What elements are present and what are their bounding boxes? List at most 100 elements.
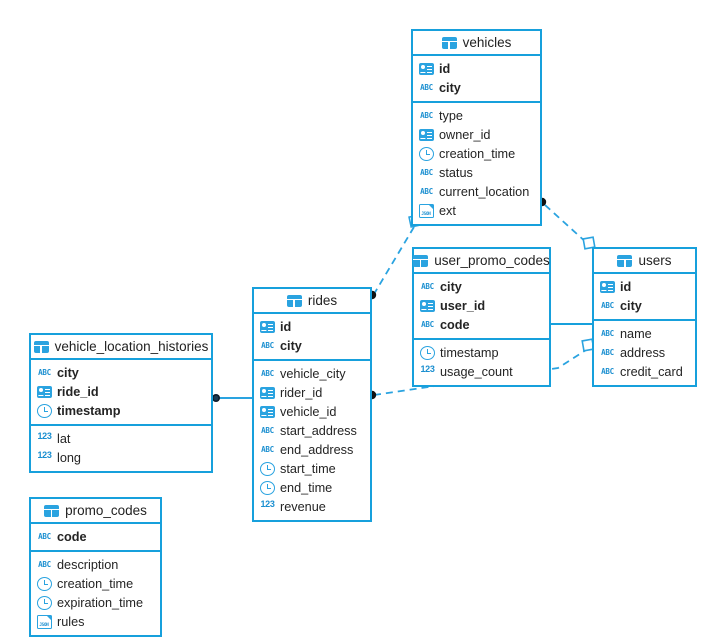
abc-icon: ABC [261, 368, 274, 378]
abc-icon: ABC [601, 347, 614, 357]
field-row[interactable]: timestamp [414, 343, 549, 362]
field-name: ride_id [57, 384, 99, 399]
field-row[interactable]: id [254, 317, 370, 336]
edge-rides-vehicle-location-histories[interactable] [212, 394, 252, 402]
field-name: timestamp [440, 345, 499, 360]
field-row[interactable]: end_time [254, 478, 370, 497]
field-name: type [439, 108, 463, 123]
abc-icon: ABC [261, 340, 274, 350]
json-icon [419, 203, 434, 218]
table-header[interactable]: rides [254, 289, 370, 314]
field-name: creation_time [439, 146, 516, 161]
field-name: name [620, 326, 652, 341]
field-row[interactable]: timestamp [31, 401, 211, 420]
num-icon: 123 [37, 450, 52, 460]
field-name: city [439, 80, 461, 95]
field-name: vehicle_city [280, 366, 346, 381]
table-name: promo_codes [65, 503, 147, 518]
field-row[interactable]: ABC vehicle_city [254, 364, 370, 383]
abc-icon: ABC [420, 82, 433, 92]
field-name: description [57, 557, 119, 572]
table-header[interactable]: user_promo_codes [413, 249, 550, 274]
abc-icon: ABC [601, 300, 614, 310]
field-row[interactable]: ride_id [31, 382, 211, 401]
abc-icon: ABC [420, 167, 433, 177]
table-header[interactable]: users [594, 249, 695, 274]
field-name: start_time [280, 461, 336, 476]
clock-icon [260, 461, 275, 476]
field-name: long [57, 450, 81, 465]
field-name: address [620, 345, 666, 360]
field-row[interactable]: id [413, 59, 540, 78]
field-row[interactable]: user_id [414, 296, 549, 315]
card-icon [37, 385, 52, 398]
field-row[interactable]: id [594, 277, 695, 296]
table-header[interactable]: promo_codes [31, 499, 160, 524]
table-header[interactable]: vehicle_location_histories [31, 335, 211, 360]
field-name: vehicle_id [280, 404, 337, 419]
field-row[interactable]: ABC city [594, 296, 695, 315]
field-name: timestamp [57, 403, 121, 418]
table-name: vehicle_location_histories [54, 339, 209, 354]
field-row[interactable]: rider_id [254, 383, 370, 402]
grid-icon [617, 254, 633, 267]
field-name: expiration_time [57, 595, 144, 610]
field-row[interactable]: ABC address [594, 343, 695, 362]
field-name: credit_card [620, 364, 683, 379]
field-row[interactable]: expiration_time [31, 593, 160, 612]
field-row[interactable]: creation_time [31, 574, 160, 593]
abc-icon: ABC [38, 531, 51, 541]
clock-icon [419, 146, 434, 161]
field-name: revenue [280, 499, 326, 514]
field-row[interactable]: start_time [254, 459, 370, 478]
table-name: vehicles [462, 35, 512, 50]
field-row[interactable]: 123 long [31, 448, 211, 467]
edge-vehicles-users[interactable] [537, 197, 596, 250]
card-icon [260, 405, 275, 418]
field-row[interactable]: ABC city [413, 78, 540, 97]
field-name: city [620, 298, 642, 313]
field-row[interactable]: creation_time [413, 144, 540, 163]
card-icon [420, 299, 435, 312]
card-icon [600, 280, 615, 293]
clock-icon [260, 480, 275, 495]
table-header[interactable]: vehicles [413, 31, 540, 56]
json-icon [37, 614, 52, 629]
field-row[interactable]: owner_id [413, 125, 540, 144]
field-row[interactable]: ext [413, 201, 540, 220]
field-row[interactable]: vehicle_id [254, 402, 370, 421]
grid-icon [441, 36, 457, 49]
clock-icon [37, 403, 52, 418]
field-name: id [439, 61, 451, 76]
field-name: creation_time [57, 576, 134, 591]
grid-icon [33, 340, 49, 353]
field-row[interactable]: rules [31, 612, 160, 631]
abc-icon: ABC [420, 186, 433, 196]
